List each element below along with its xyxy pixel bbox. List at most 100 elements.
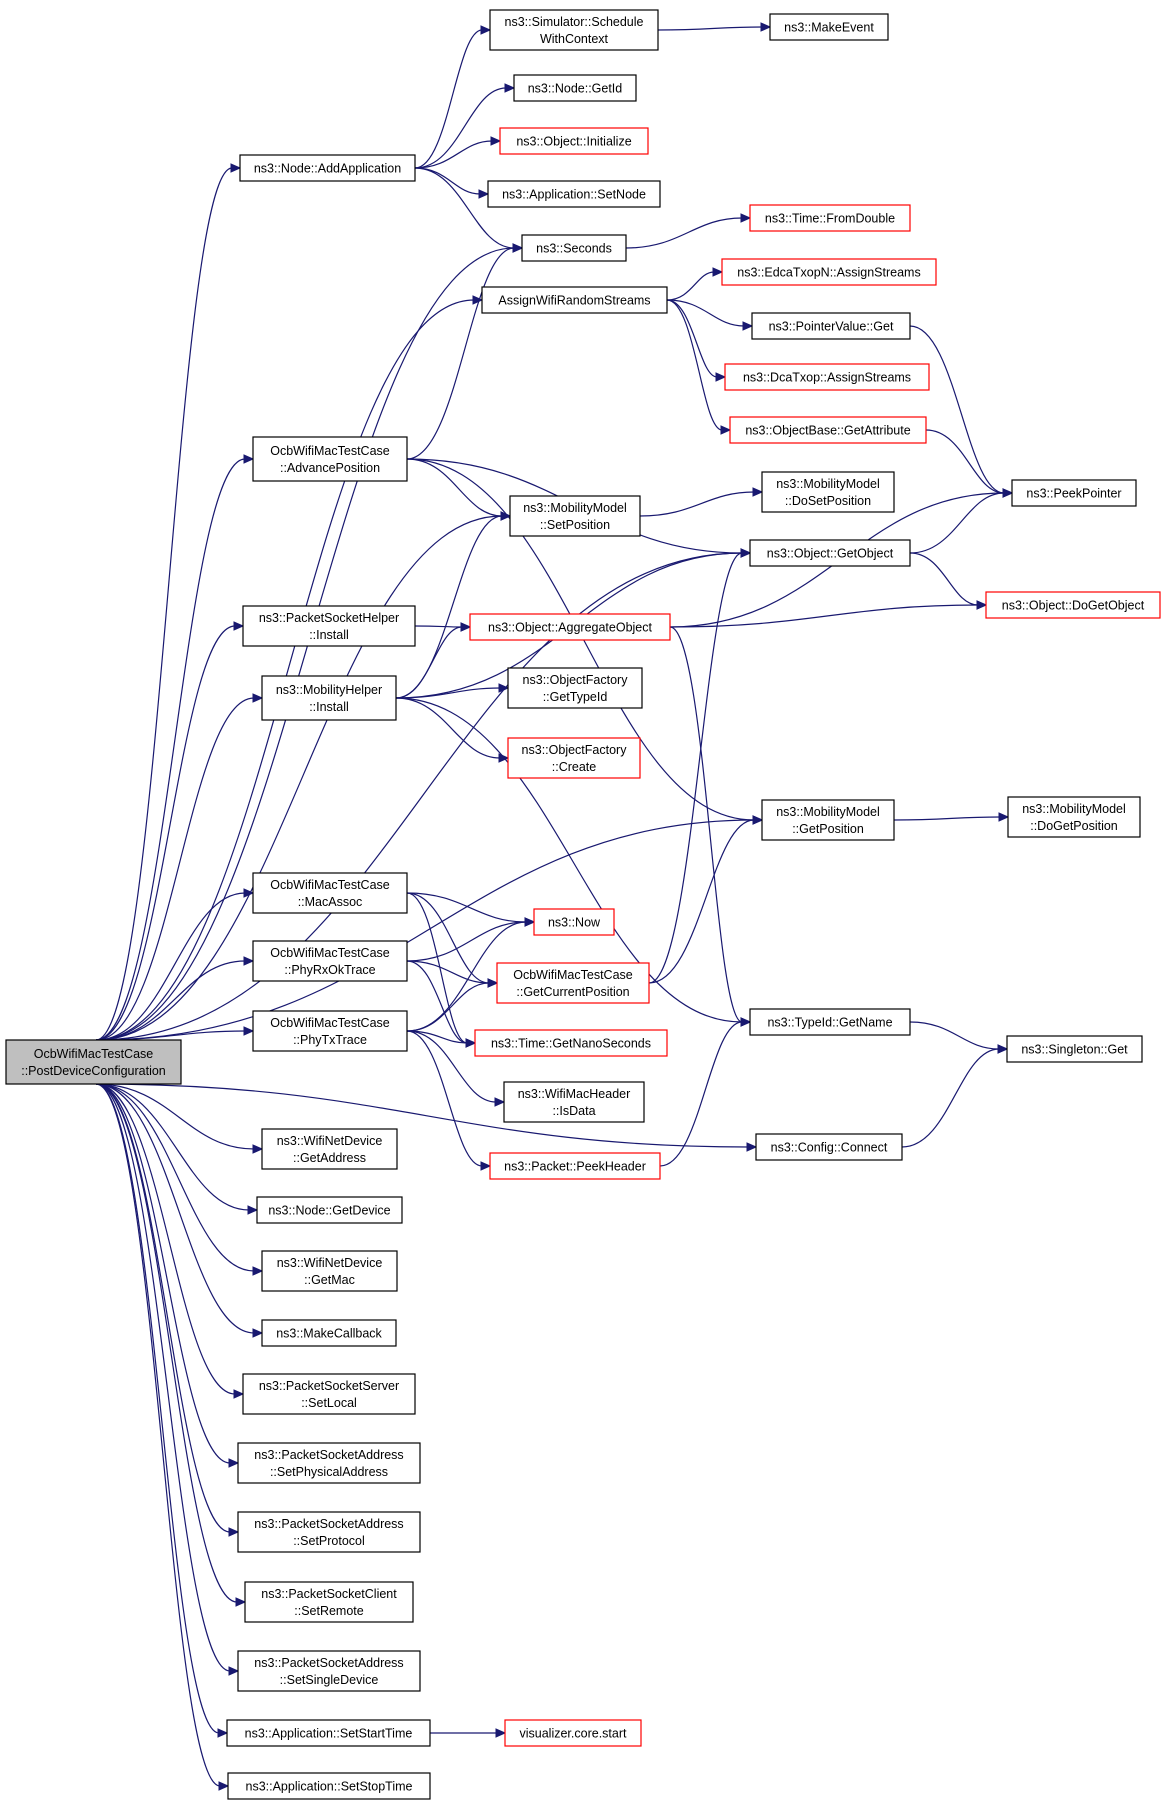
- node-pssetproto[interactable]: ns3::PacketSocketAddress::SetProtocol: [237, 1511, 421, 1553]
- node-makecallback[interactable]: ns3::MakeCallback: [261, 1319, 397, 1347]
- node-root[interactable]: OcbWifiMacTestCase::PostDeviceConfigurat…: [5, 1039, 182, 1085]
- node-mmgetpos[interactable]: ns3::MobilityModel::GetPosition: [761, 799, 895, 841]
- node-pssetsingle[interactable]: ns3::PacketSocketAddress::SetSingleDevic…: [237, 1650, 421, 1692]
- node-dogetobject[interactable]: ns3::Object::DoGetObject: [985, 591, 1161, 619]
- node-box: [769, 13, 889, 41]
- node-box: [1006, 1035, 1143, 1063]
- node-getattribute[interactable]: ns3::ObjectBase::GetAttribute: [729, 416, 927, 444]
- edge-phytx-getnanosec: [406, 1030, 468, 1044]
- edge-arrowhead: [752, 815, 764, 825]
- node-phyrxok[interactable]: OcbWifiMacTestCase::PhyRxOkTrace: [252, 940, 408, 982]
- node-pointerget[interactable]: ns3::PointerValue::Get: [751, 312, 911, 340]
- edge-arrowhead: [742, 321, 754, 331]
- node-peekpointer[interactable]: ns3::PeekPointer: [1011, 479, 1137, 507]
- node-label: ns3::MobilityModel: [776, 805, 880, 819]
- node-label: ns3::Application::SetStartTime: [245, 1727, 413, 1741]
- node-box: [237, 1511, 421, 1553]
- node-ofcreate[interactable]: ns3::ObjectFactory::Create: [507, 737, 641, 779]
- node-pssetphys[interactable]: ns3::PacketSocketAddress::SetPhysicalAdd…: [237, 1442, 421, 1484]
- node-advancepos[interactable]: OcbWifiMacTestCase::AdvancePosition: [252, 436, 408, 482]
- edge-addapp-setnode: [414, 167, 481, 195]
- edge-phyrxok-now: [406, 921, 527, 962]
- edge-arrowhead: [472, 295, 484, 305]
- node-label: ::AdvancePosition: [280, 461, 380, 475]
- node-fromdouble[interactable]: ns3::Time::FromDouble: [749, 204, 911, 232]
- node-label: ns3::PacketSocketServer: [259, 1379, 399, 1393]
- node-label: ns3::MakeEvent: [784, 21, 874, 35]
- node-label: OcbWifiMacTestCase: [34, 1047, 154, 1061]
- edge-advancepos-seconds: [406, 247, 515, 460]
- node-pshinstall[interactable]: ns3::PacketSocketHelper::Install: [242, 605, 416, 647]
- node-label: visualizer.core.start: [520, 1727, 628, 1741]
- node-macassoc[interactable]: OcbWifiMacTestCase::MacAssoc: [252, 872, 408, 914]
- edge-arrowhead: [252, 1266, 264, 1276]
- node-initialize[interactable]: ns3::Object::Initialize: [499, 127, 649, 155]
- node-assignwifi[interactable]: AssignWifiRandomStreams: [481, 286, 668, 314]
- node-mmdosetpos[interactable]: ns3::MobilityModel::DoSetPosition: [761, 471, 895, 513]
- node-setstart[interactable]: ns3::Application::SetStartTime: [226, 1719, 431, 1747]
- node-getid[interactable]: ns3::Node::GetId: [513, 74, 637, 102]
- edge-mmgetpos-mmdogetpos: [893, 816, 1001, 821]
- node-getmac[interactable]: ns3::WifiNetDevice::GetMac: [261, 1250, 398, 1292]
- node-label: ns3::ObjectBase::GetAttribute: [745, 424, 910, 438]
- node-makeevent[interactable]: ns3::MakeEvent: [769, 13, 889, 41]
- node-seconds[interactable]: ns3::Seconds: [521, 234, 627, 262]
- edge-phytx-peekheader: [406, 1030, 483, 1167]
- node-label: ::SetProtocol: [293, 1534, 365, 1548]
- edge-getobject-peekpointer: [909, 492, 1005, 554]
- edge-aggregate-typeidgetname: [669, 626, 743, 1023]
- node-now[interactable]: ns3::Now: [533, 908, 615, 936]
- node-phytx[interactable]: OcbWifiMacTestCase::PhyTxTrace: [252, 1010, 408, 1052]
- node-label: ns3::Simulator::Schedule: [505, 15, 644, 29]
- node-isdata[interactable]: ns3::WifiMacHeader::IsData: [503, 1081, 645, 1123]
- node-typeidgetname[interactable]: ns3::TypeId::GetName: [749, 1008, 911, 1036]
- edge-root-setstop: [95, 1083, 221, 1787]
- node-getcurpos[interactable]: OcbWifiMacTestCase::GetCurrentPosition: [496, 962, 650, 1004]
- edge-assignwifi-getattribute: [666, 299, 723, 431]
- node-label: ns3::ObjectFactory: [522, 743, 628, 757]
- node-label: ns3::Packet::PeekHeader: [504, 1160, 646, 1174]
- node-setnode[interactable]: ns3::Application::SetNode: [487, 180, 661, 208]
- node-mmsetpos[interactable]: ns3::MobilityModel::SetPosition: [509, 495, 641, 537]
- edge-root-mhinstall: [95, 697, 255, 1041]
- node-ofgettypeid[interactable]: ns3::ObjectFactory::GetTypeId: [507, 667, 643, 709]
- node-addapp[interactable]: ns3::Node::AddApplication: [239, 154, 416, 182]
- node-label: ns3::PacketSocketAddress: [254, 1517, 403, 1531]
- node-pssetlocal[interactable]: ns3::PacketSocketServer::SetLocal: [242, 1373, 416, 1415]
- node-pcsetremote[interactable]: ns3::PacketSocketClient::SetRemote: [244, 1581, 414, 1623]
- node-label: ::PostDeviceConfiguration: [21, 1064, 166, 1078]
- node-box: [261, 1250, 398, 1292]
- edge-root-configconnect: [95, 1083, 749, 1148]
- node-mmdogetpos[interactable]: ns3::MobilityModel::DoGetPosition: [1007, 796, 1141, 838]
- edge-arrowhead: [715, 372, 727, 382]
- edge-arrowhead: [478, 189, 490, 199]
- edge-root-getmac: [95, 1083, 255, 1272]
- node-label: ns3::WifiNetDevice: [277, 1134, 383, 1148]
- edge-mhinstall-typeidgetname: [395, 697, 743, 1023]
- edge-arrowhead: [480, 25, 492, 35]
- node-vizstart[interactable]: visualizer.core.start: [504, 1719, 642, 1747]
- node-box: [227, 1772, 431, 1800]
- node-peekheader[interactable]: ns3::Packet::PeekHeader: [489, 1152, 661, 1180]
- node-configconnect[interactable]: ns3::Config::Connect: [755, 1133, 903, 1161]
- node-mhinstall[interactable]: ns3::MobilityHelper::Install: [261, 675, 397, 721]
- node-getnanosec[interactable]: ns3::Time::GetNanoSeconds: [474, 1029, 668, 1057]
- node-label: ::GetTypeId: [543, 690, 608, 704]
- node-getaddress[interactable]: ns3::WifiNetDevice::GetAddress: [261, 1128, 398, 1170]
- node-aggregate[interactable]: ns3::Object::AggregateObject: [469, 613, 671, 641]
- edge-root-pssetphys: [95, 1083, 231, 1464]
- node-singletonget[interactable]: ns3::Singleton::Get: [1006, 1035, 1143, 1063]
- node-box: [237, 1650, 421, 1692]
- node-getdevice[interactable]: ns3::Node::GetDevice: [256, 1196, 403, 1224]
- node-box: [252, 940, 408, 982]
- node-dcaassign[interactable]: ns3::DcaTxop::AssignStreams: [724, 363, 930, 391]
- node-box: [487, 180, 661, 208]
- edge-arrowhead: [740, 1017, 752, 1027]
- node-setstop[interactable]: ns3::Application::SetStopTime: [227, 1772, 431, 1800]
- node-edcaassign[interactable]: ns3::EdcaTxopN::AssignStreams: [721, 258, 937, 286]
- node-box: [481, 286, 668, 314]
- edge-configconnect-singletonget: [901, 1048, 1000, 1148]
- node-box: [5, 1039, 182, 1085]
- node-getobject[interactable]: ns3::Object::GetObject: [749, 539, 911, 567]
